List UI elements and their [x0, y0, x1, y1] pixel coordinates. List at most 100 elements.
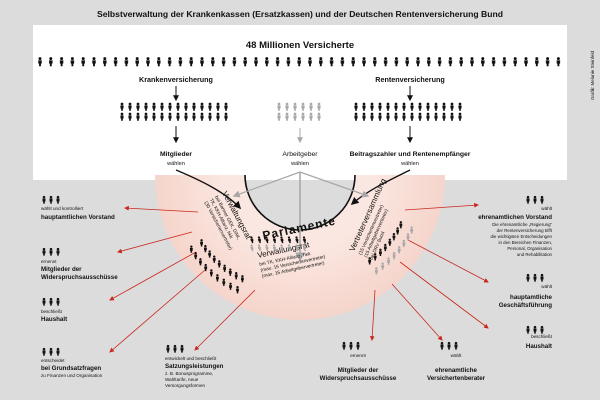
insured-person-icon: [535, 57, 539, 67]
council-center-person-icon: [250, 236, 254, 244]
bottom-item-1-sub-3: Versorgungsformen: [165, 383, 206, 388]
insured-person-icon: [545, 57, 550, 67]
assembly-person-icon: [373, 253, 377, 261]
left-item-2-label-a: Mitglieder der: [41, 266, 82, 273]
contributor-person-icon: [378, 112, 382, 121]
member-person-icon: [176, 102, 180, 111]
left-item-person-icon: [42, 247, 46, 256]
contributor-person-icon: [458, 112, 462, 121]
contributor-person-icon: [394, 102, 398, 111]
employer-person-icon: [285, 102, 289, 111]
bottom-item-3-label-a: ehrenamtliche: [435, 367, 478, 374]
right-item-1-sub-4: in den Bereichen Finanzen,: [499, 240, 552, 245]
council-center-person-icon: [265, 236, 269, 244]
insured-person-icon: [146, 57, 150, 67]
council-left-person-icon: [199, 258, 202, 266]
right-item-person-icon: [533, 273, 537, 282]
contributors-label: Beitragszahler und Rentenempfänger: [350, 151, 471, 158]
insured-person-icon: [81, 57, 85, 67]
bottom-item-person-icon: [356, 341, 360, 350]
right-item-2-label-b: Geschäftsführung: [499, 302, 553, 309]
member-person-icon: [184, 112, 188, 121]
arrow-employers-right: [299, 171, 370, 198]
insured-person-icon: [221, 57, 226, 67]
assembly-person-icon: [399, 221, 403, 229]
council-center-person-icon: [272, 236, 277, 244]
contributor-person-icon: [458, 102, 462, 111]
left-item-4-note: entscheidet: [41, 358, 65, 363]
arrow-bottom-1: [194, 289, 256, 351]
member-person-icon: [152, 112, 156, 121]
contributor-person-icon: [354, 112, 358, 121]
bottom-item-1-sub-2: Wahltarife, neue: [165, 377, 199, 382]
member-person-icon: [208, 102, 212, 111]
council-center-person-icon: [295, 236, 299, 244]
council-center-person-icon: [295, 244, 299, 252]
right-item-3-label: Haushalt: [526, 343, 552, 350]
members-label: Mitglieder: [160, 151, 192, 158]
right-item-person-icon: [540, 325, 544, 334]
left-item-person-icon: [49, 247, 53, 256]
arrow-left-2: [117, 231, 193, 254]
council-left-person-icon: [223, 264, 227, 272]
insured-person-icon: [459, 57, 463, 67]
contributors-action: wählen: [400, 161, 419, 167]
insured-person-icon: [297, 57, 301, 67]
council-left-person-icon: [194, 251, 198, 260]
bottom-item-person-icon: [349, 341, 353, 350]
arrow-right-1: [404, 202, 479, 211]
insured-person-icon: [49, 57, 53, 67]
left-item-4-label: bei Grundsatzfragen: [41, 365, 101, 372]
contributor-person-icon: [370, 102, 374, 111]
right-item-person-icon: [540, 195, 544, 204]
left-item-4-sub: zu Finanzen und Organisation: [41, 373, 103, 378]
member-person-icon: [136, 112, 140, 121]
left-item-person-icon: [49, 297, 53, 306]
bottom-item-1-sub-1: z. B. Bonusprogramme,: [165, 371, 213, 376]
employer-person-icon: [317, 112, 321, 121]
right-item-person-icon: [526, 325, 530, 334]
council-left-person-icon: [189, 245, 193, 253]
contributor-person-icon: [354, 102, 358, 111]
member-person-icon: [184, 102, 188, 111]
insured-person-icon: [470, 57, 474, 67]
left-item-person-icon: [42, 297, 46, 306]
member-person-icon: [200, 102, 204, 111]
arrow-bottom-3: [391, 283, 443, 341]
council-left-person-icon: [203, 244, 207, 253]
council-center-person-icon: [302, 244, 307, 252]
insured-person-icon: [59, 57, 64, 67]
insured-person-icon: [556, 57, 561, 67]
right-item-person-icon: [533, 325, 537, 334]
contributor-person-icon: [434, 112, 438, 121]
council-center-person-icon: [280, 236, 284, 244]
insured-person-icon: [329, 57, 334, 67]
health-insurance-heading: Krankenversicherung: [139, 75, 213, 84]
right-item-person-icon: [533, 195, 537, 204]
council-left-person-icon: [204, 263, 208, 272]
council-center-person-icon: [257, 236, 262, 244]
insured-person-icon: [243, 57, 247, 67]
member-person-icon: [120, 112, 124, 121]
left-item-person-icon: [42, 347, 46, 356]
left-item-1-note: wählt und kontrolliert: [41, 206, 84, 211]
assembly-person-icon: [392, 233, 396, 241]
insured-person-icon: [92, 57, 96, 67]
contributor-person-icon: [378, 102, 382, 111]
left-item-person-icon: [56, 297, 60, 306]
insured-person-icon: [189, 57, 193, 67]
council-left-person-icon: [234, 272, 238, 280]
council-center-person-icon: [272, 244, 277, 252]
arrow-contributors-to-assembly: [350, 169, 411, 206]
council-left-person-icon: [212, 255, 216, 263]
insured-person-icon: [513, 57, 517, 67]
member-person-icon: [168, 102, 172, 111]
arrow-bottom-2: [369, 289, 376, 341]
council-left-person-icon: [229, 282, 232, 290]
assembly-person-icon: [374, 267, 378, 275]
contributor-person-icon: [362, 112, 366, 121]
contributor-person-icon: [362, 102, 366, 111]
bottom-item-3-note: wählt: [451, 353, 462, 358]
employer-person-icon: [309, 112, 313, 121]
council-left-person-icon: [209, 269, 213, 277]
